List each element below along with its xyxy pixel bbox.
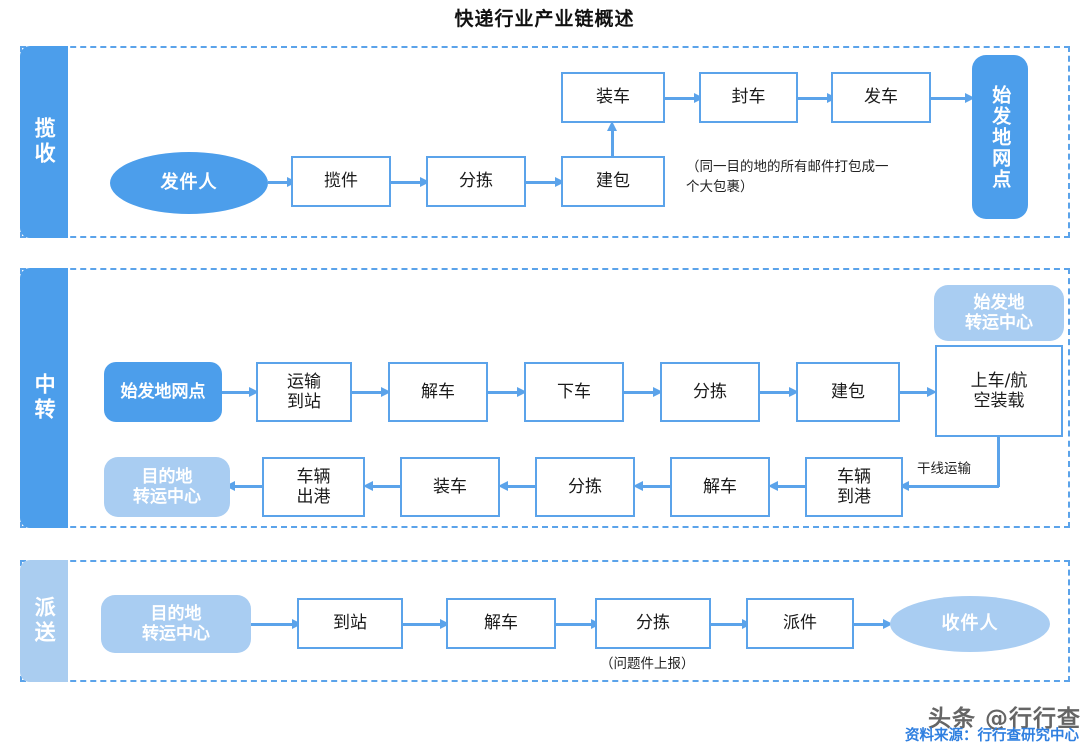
node-board-air-loading[interactable]: 上车/航 空装载 xyxy=(935,345,1063,437)
watermark: 头条 @行行查 xyxy=(928,699,1081,733)
node-deliver-label: 派件 xyxy=(783,613,817,634)
arrow-dispatch-to-origin-outlet xyxy=(931,93,975,103)
node-board-air-loading-label: 上车/航 空装载 xyxy=(970,370,1028,411)
node-vehicle-depart[interactable]: 车辆 出港 xyxy=(262,457,365,517)
arrow-loading2-to-depart xyxy=(363,481,400,491)
node-receiver-label: 收件人 xyxy=(941,613,999,635)
node-dispatch-label: 发车 xyxy=(864,87,898,108)
arrow-bagging-to-loading xyxy=(607,121,617,156)
node-dest-hub-delivery-label: 目的地 转运中心 xyxy=(142,603,210,644)
node-origin-outlet-transfer[interactable]: 始发地网点 xyxy=(104,362,222,422)
node-arrive-station-transfer[interactable]: 运输 到站 xyxy=(256,362,352,422)
node-sorting-transfer-bottom-label: 分拣 xyxy=(568,476,602,497)
arrow-getoff-to-sorting xyxy=(624,387,663,397)
node-bagging-collection-label: 建包 xyxy=(596,171,630,192)
node-arrive-station-delivery-label: 到站 xyxy=(333,613,367,634)
node-sorting-collection[interactable]: 分拣 xyxy=(426,156,526,207)
node-loading-transfer[interactable]: 装车 xyxy=(400,457,500,517)
section-tab-collection: 揽收 xyxy=(20,46,68,238)
node-arrive-station-transfer-label: 运输 到站 xyxy=(287,371,321,412)
arrow-sealing-to-dispatch xyxy=(798,93,837,103)
arrow-unload-to-getoff xyxy=(488,387,527,397)
node-vehicle-arrive[interactable]: 车辆 到港 xyxy=(805,457,903,517)
source-note-text: 资料来源：行行查研究中心 xyxy=(905,728,1079,744)
arrow-sender-to-pickup xyxy=(268,177,297,187)
section-tab-transfer-label: 中转 xyxy=(32,373,57,423)
note-bagging-explanation: （同一目的地的所有邮件打包成一个大包裹） xyxy=(686,158,901,197)
node-loading-collection[interactable]: 装车 xyxy=(561,72,665,123)
node-receiver[interactable]: 收件人 xyxy=(890,596,1050,652)
arrow-arrive-to-unload-delivery xyxy=(403,619,450,629)
node-bagging-transfer-label: 建包 xyxy=(831,381,865,402)
section-tab-delivery: 派送 xyxy=(20,560,68,682)
arrow-deliver-to-receiver xyxy=(854,619,893,629)
arrow-loading-to-sealing xyxy=(665,93,704,103)
arrow-sorting-to-deliver xyxy=(711,619,752,629)
arrow-arrive-to-unload xyxy=(352,387,391,397)
node-dest-hub-transfer-label: 目的地 转运中心 xyxy=(133,466,201,507)
node-arrive-station-delivery[interactable]: 到站 xyxy=(297,598,403,649)
arrow-unload-to-sorting-delivery xyxy=(556,619,601,629)
node-origin-hub-label-text: 始发地 转运中心 xyxy=(965,292,1033,333)
node-vehicle-arrive-label: 车辆 到港 xyxy=(837,466,871,507)
node-unload-truck-transfer-2[interactable]: 解车 xyxy=(670,457,770,517)
section-tab-collection-label: 揽收 xyxy=(32,117,57,167)
node-sender[interactable]: 发件人 xyxy=(110,152,268,214)
arrow-unload2-to-sorting2 xyxy=(633,481,670,491)
node-loading-collection-label: 装车 xyxy=(596,87,630,108)
node-dest-hub-delivery[interactable]: 目的地 转运中心 xyxy=(101,595,251,653)
node-get-off[interactable]: 下车 xyxy=(524,362,624,422)
node-deliver[interactable]: 派件 xyxy=(746,598,854,649)
node-origin-outlet-collection[interactable]: 始发地网点 xyxy=(972,55,1028,219)
arrow-pickup-to-sorting xyxy=(391,177,430,187)
arrow-sorting-to-bagging xyxy=(526,177,565,187)
edge-label-trunk-transport: 干线运输 xyxy=(917,457,971,477)
arrow-sorting2-to-loading2 xyxy=(498,481,535,491)
node-pickup[interactable]: 揽件 xyxy=(291,156,391,207)
source-note: 资料来源：行行查研究中心 xyxy=(905,724,1079,745)
edge-label-trunk-transport-text: 干线运输 xyxy=(917,461,971,477)
note-problem-report: （问题件上报） xyxy=(600,655,760,675)
arrow-bagging-to-board xyxy=(900,387,937,397)
node-get-off-label: 下车 xyxy=(557,381,591,402)
arrow-sorting-to-bagging-transfer xyxy=(760,387,799,397)
node-bagging-transfer[interactable]: 建包 xyxy=(796,362,900,422)
trunk-connector-horizontal xyxy=(899,481,999,491)
arrow-desthub-to-arrive-delivery xyxy=(251,619,302,629)
node-sorting-delivery[interactable]: 分拣 xyxy=(595,598,711,649)
note-bagging-explanation-text: （同一目的地的所有邮件打包成一个大包裹） xyxy=(686,159,889,195)
arrow-outlet-to-arrive xyxy=(222,387,259,397)
node-vehicle-depart-label: 车辆 出港 xyxy=(296,466,331,507)
section-tab-transfer: 中转 xyxy=(20,268,68,528)
page-title: 快递行业产业链概述 xyxy=(454,8,635,30)
node-sorting-transfer-top[interactable]: 分拣 xyxy=(660,362,760,422)
node-origin-hub-label[interactable]: 始发地 转运中心 xyxy=(934,285,1064,341)
node-unload-truck-delivery[interactable]: 解车 xyxy=(446,598,556,649)
node-sorting-transfer-top-label: 分拣 xyxy=(693,381,727,402)
node-dispatch[interactable]: 发车 xyxy=(831,72,931,123)
node-bagging-collection[interactable]: 建包 xyxy=(561,156,665,207)
node-sorting-transfer-bottom[interactable]: 分拣 xyxy=(535,457,635,517)
trunk-connector-vertical xyxy=(997,437,1000,487)
node-origin-outlet-transfer-label: 始发地网点 xyxy=(120,381,206,402)
node-loading-transfer-label: 装车 xyxy=(433,476,467,497)
arrow-depart-to-desthub xyxy=(225,481,262,491)
section-tab-delivery-label: 派送 xyxy=(32,596,57,646)
node-sender-label: 发件人 xyxy=(160,172,218,194)
node-sealing[interactable]: 封车 xyxy=(699,72,798,123)
node-origin-outlet-collection-label: 始发地网点 xyxy=(989,84,1012,190)
node-unload-truck-transfer-label: 解车 xyxy=(421,381,455,402)
node-sorting-delivery-label: 分拣 xyxy=(636,613,670,634)
node-unload-truck-delivery-label: 解车 xyxy=(484,613,518,634)
node-unload-truck-transfer-2-label: 解车 xyxy=(703,476,737,497)
node-unload-truck-transfer[interactable]: 解车 xyxy=(388,362,488,422)
arrow-vehiclearrive-to-unload2 xyxy=(768,481,805,491)
node-dest-hub-transfer[interactable]: 目的地 转运中心 xyxy=(104,457,230,517)
note-problem-report-text: （问题件上报） xyxy=(600,656,695,672)
node-sorting-collection-label: 分拣 xyxy=(459,171,493,192)
node-sealing-label: 封车 xyxy=(731,87,766,108)
node-pickup-label: 揽件 xyxy=(324,171,358,192)
watermark-text: 头条 @行行查 xyxy=(927,706,1081,732)
